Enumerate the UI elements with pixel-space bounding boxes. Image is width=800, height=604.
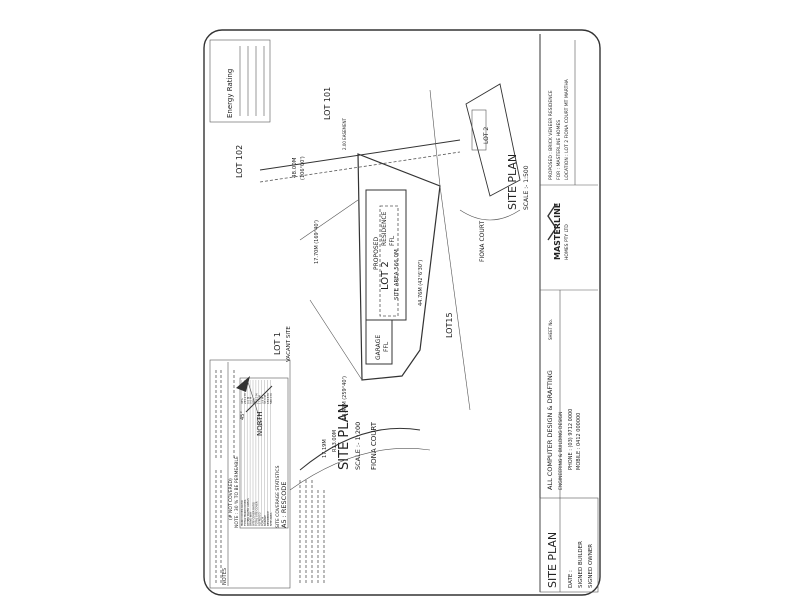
residence-ffl: FFL xyxy=(389,235,396,246)
main-plan-scale: SCALE :- 1:200 xyxy=(354,422,362,470)
rescode-row-value: 37.1 M xyxy=(263,395,267,404)
tb-brand-sub: HOMES PTY LTD xyxy=(564,224,570,260)
brand-logo-icon xyxy=(547,203,557,241)
rescode-row-value: 566.0 M xyxy=(269,394,273,405)
dim-rear-bearing: (106°00') xyxy=(300,156,306,180)
plan-notes xyxy=(299,480,325,585)
side-boundary xyxy=(429,89,441,187)
tb-location: LOCATION : LOT 2 FIONA COURT MT MARTHA xyxy=(564,78,570,180)
rescode-row-label: HARD COVER RATIO xyxy=(240,500,244,526)
tb-signed-builder: SIGNED BUILDER xyxy=(578,541,584,588)
rescode-row-value: 43% xyxy=(240,398,244,404)
dim-arc: R13.00M xyxy=(332,430,338,452)
key-plan-lot2: LOT 2 xyxy=(483,127,490,144)
key-plan-road-edge xyxy=(459,209,521,221)
garage-ffl: FFL xyxy=(383,341,390,352)
tb-phone: PHONE : (03) 9712 0000 xyxy=(568,409,574,470)
energy-rating-box xyxy=(209,39,271,123)
lot101-label: LOT 101 xyxy=(323,87,332,120)
plan-title-box xyxy=(539,497,599,593)
notes-heading: NOTES xyxy=(222,568,228,585)
rescode-row-label: ALFRESCO xyxy=(257,512,261,526)
dim-side-left: 17.70M (169°40') xyxy=(314,220,320,264)
north-arrow-icon xyxy=(236,376,273,427)
key-plan-road: FIONA COURT xyxy=(479,221,486,262)
dim-front: 10.40M (259°40') xyxy=(342,376,348,420)
tb-firm-sub: ENGINEERING & BUILDING DESIGN xyxy=(558,412,564,490)
north-degrees: 45° xyxy=(240,411,246,420)
rescode-row-value: 0.0 M xyxy=(246,397,250,404)
rescode-note2: (# NOT COVERED) xyxy=(228,478,234,520)
rescode-row-value: 17.6 M xyxy=(257,395,261,404)
garage-footprint xyxy=(365,319,393,365)
sheet-border xyxy=(203,29,601,596)
tb-for: FOR : MASTERLINE HOMES xyxy=(556,120,562,180)
tb-brand: MASTERLINE xyxy=(553,203,562,260)
tb-signed-owner: SIGNED OWNER xyxy=(588,544,594,588)
rescode-row-label: GARAGE xyxy=(263,515,267,526)
rescode-table xyxy=(239,377,289,529)
tb-firm-name: ALL COMPUTER DESIGN & DRAFTING xyxy=(546,370,554,490)
tb-mobile: MOBILE : 0412 000000 xyxy=(576,413,582,470)
rear-boundary-line xyxy=(259,139,461,171)
rescode-row-label: TOTAL SITE COVER xyxy=(255,501,259,526)
main-plan-title: SITE PLAN xyxy=(337,404,352,470)
notes-panel xyxy=(209,359,291,589)
lot-2-boundary xyxy=(357,153,441,381)
rescode-row-value: 3.9 M xyxy=(260,397,264,404)
lot102-label: LOT 102 xyxy=(235,145,244,178)
rescode-row-label: TOTAL HARD COVER xyxy=(243,499,247,526)
site-area-label: SITE AREA 566.0M xyxy=(394,249,400,300)
road-label: FIONA COURT xyxy=(370,421,378,470)
proposed-label: PROPOSED xyxy=(373,237,380,270)
fiona-court-road-edge xyxy=(299,427,421,471)
energy-rating-title: Energy Rating xyxy=(226,69,234,118)
lot2-label: LOT 2 xyxy=(380,261,391,290)
key-plan-lot xyxy=(465,83,521,197)
rescode-row-label: SITE AREA xyxy=(269,512,273,526)
tb-plan-title: SITE PLAN xyxy=(546,532,559,588)
residence-footprint xyxy=(365,189,407,321)
easement-label: 2.00 EASEMENT xyxy=(342,118,347,150)
rescode-row-label: DRIVE WAY xyxy=(249,511,253,526)
rescode-heading: A5 : RESCODE xyxy=(280,482,288,528)
rescode-note: NOTE : 30 % TO BE PERMEABLE xyxy=(234,456,240,528)
easement-line xyxy=(259,151,461,183)
key-plan-title: SITE PLAN xyxy=(506,154,519,210)
tb-sheet-no: SHEET No. xyxy=(548,319,553,340)
residence-label: RESIDENCE xyxy=(381,211,388,246)
dim-arc-length: 17.19M xyxy=(322,439,328,458)
fiona-court-kerb xyxy=(289,448,431,491)
rescode-row-value: 0.0 M xyxy=(249,397,253,404)
notes-text-lines xyxy=(215,370,235,584)
lot1-label: LOT 1 xyxy=(273,332,282,355)
side-boundary-lot15 xyxy=(439,185,471,411)
rescode-row-value: 243.2 M xyxy=(255,394,259,405)
lot15-label: LOT15 xyxy=(445,312,454,338)
vacant-site-label: VACANT SITE xyxy=(286,326,292,362)
tb-date: DATE : xyxy=(568,570,574,588)
lot1-boundary xyxy=(299,199,359,241)
key-plan-scale: SCALE :- 1:500 xyxy=(523,165,530,210)
rescode-row-value: 184.6 M xyxy=(266,394,270,405)
north-label: NORTH xyxy=(256,411,264,436)
dim-rear: 48.00M xyxy=(292,157,298,178)
key-plan-building xyxy=(471,109,487,151)
building-envelope xyxy=(379,205,399,317)
rescode-row-label: OTHER PAVED AREAS xyxy=(246,498,250,526)
rescode-row-label: SITE COVER RATIO xyxy=(252,502,256,526)
rescode-row-value: 243.2 M xyxy=(243,394,247,405)
rescode-row-label: RESIDENCE xyxy=(266,511,270,526)
lot1-front-boundary xyxy=(309,299,363,381)
rescode-row-value: 43% xyxy=(252,398,256,404)
energy-rating-lines xyxy=(239,46,265,116)
rescode-subheading: SITE COVERAGE STATISTICS xyxy=(275,465,281,528)
dim-side-right: 44.76M (42°6'30") xyxy=(418,260,424,306)
rescode-row-label: PORCH xyxy=(260,517,264,526)
tb-proposed: PROPOSED : BRICK VENEER RESIDENCE xyxy=(548,90,554,180)
rescode-rows: SITE AREA 566.0 M RESIDENCE 184.6 M GARAGE 37… xyxy=(240,380,273,526)
garage-label: GARAGE xyxy=(375,335,382,360)
